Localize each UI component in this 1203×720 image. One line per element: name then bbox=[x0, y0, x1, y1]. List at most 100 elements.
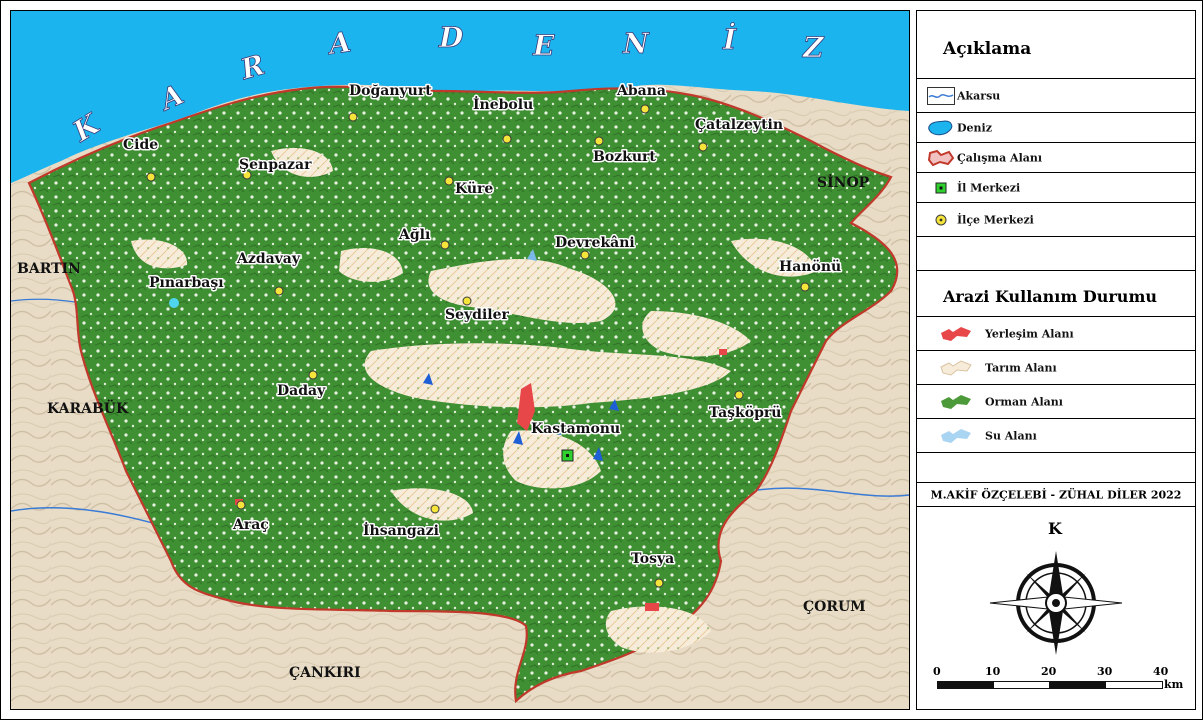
agricultural-area bbox=[339, 247, 403, 282]
landuse-item-forest: Orman Alanı bbox=[917, 385, 1195, 419]
legend-panel: Açıklama Akarsu Deniz Çalışma Alanı İl M… bbox=[916, 10, 1196, 710]
district-label-kastamonu: Kastamonu bbox=[531, 421, 620, 437]
province-label-sinop: SİNOP bbox=[817, 172, 870, 191]
landuse-label: Su Alanı bbox=[985, 429, 1037, 442]
scale-tick: 10 bbox=[985, 665, 1001, 678]
scale-segment bbox=[993, 681, 1051, 689]
scale-tick: 0 bbox=[933, 665, 941, 678]
credit-row: M.AKİF ÖZÇELEBİ - ZÜHAL DİLER 2022 bbox=[917, 483, 1195, 507]
district-center-icon bbox=[935, 214, 947, 225]
legend-label: İlçe Merkezi bbox=[957, 213, 1034, 226]
water-body bbox=[423, 373, 433, 385]
district-label-bozkurt: Bozkurt bbox=[593, 149, 656, 165]
district-markers bbox=[146, 104, 810, 588]
district-label-pinarbasi: Pınarbaşı bbox=[149, 275, 224, 291]
legend-item-study-area: Çalışma Alanı bbox=[917, 143, 1195, 173]
water-body bbox=[551, 423, 561, 435]
scale-bar bbox=[937, 681, 1163, 689]
landuse-label: Orman Alanı bbox=[985, 395, 1063, 408]
legend-label: Akarsu bbox=[957, 89, 1001, 102]
district-center-icon bbox=[462, 296, 472, 306]
scale-segment bbox=[1105, 681, 1163, 689]
district-label-daday: Daday bbox=[277, 383, 326, 399]
landuse-item-water: Su Alanı bbox=[917, 419, 1195, 453]
district-label-hanonu: Hanönü bbox=[779, 259, 841, 275]
agricultural-area bbox=[364, 343, 731, 408]
district-center-icon bbox=[242, 170, 252, 180]
settlement-swatch bbox=[941, 326, 971, 341]
black-sea bbox=[11, 11, 909, 183]
sea-letter: Z bbox=[802, 31, 825, 64]
district-label-cide: Cide bbox=[123, 137, 158, 153]
district-label-devrekani: Devrekâni bbox=[555, 235, 635, 251]
province-center-icon-dot bbox=[566, 454, 569, 457]
district-center-icon bbox=[502, 134, 512, 144]
province-center-icon bbox=[935, 182, 947, 193]
landuse-label: Tarım Alanı bbox=[985, 361, 1057, 374]
legend-spacer bbox=[917, 237, 1195, 271]
scale-segment bbox=[937, 681, 995, 689]
agricultural-area bbox=[131, 239, 188, 269]
district-label-senpazar: Şenpazar bbox=[239, 157, 312, 173]
water-body bbox=[609, 399, 619, 411]
legend-item-province-center: İl Merkezi bbox=[917, 173, 1195, 203]
landuse-item-settlement: Yerleşim Alanı bbox=[917, 317, 1195, 351]
agricultural-area bbox=[731, 238, 817, 277]
river-line-icon bbox=[927, 86, 955, 105]
district-center-icon bbox=[444, 176, 454, 186]
scale-tick: 20 bbox=[1041, 665, 1057, 678]
district-label-azdavay: Azdavay bbox=[236, 251, 301, 267]
legend-label: Çalışma Alanı bbox=[957, 151, 1043, 164]
district-center-icon bbox=[308, 370, 318, 380]
compass-rose-icon bbox=[989, 551, 1123, 655]
district-label-arac: Araç bbox=[232, 517, 269, 533]
study-area-icon bbox=[927, 149, 955, 166]
settlement-area bbox=[517, 383, 535, 431]
district-center-icon bbox=[274, 286, 284, 296]
district-center-icon bbox=[348, 112, 358, 122]
legend-item-sea: Deniz bbox=[917, 113, 1195, 143]
district-label-doganyurt: Doğanyurt bbox=[349, 83, 432, 99]
district-label-kure: Küre bbox=[455, 181, 493, 197]
water-swatch bbox=[941, 428, 971, 443]
district-center-icon bbox=[440, 240, 450, 250]
sea-letter: E bbox=[532, 29, 555, 62]
sea-letter: İ bbox=[722, 22, 737, 56]
district-center-icon bbox=[594, 136, 604, 146]
water-body bbox=[527, 249, 537, 261]
legend-header: Açıklama bbox=[917, 11, 1195, 79]
agricultural-area bbox=[428, 259, 616, 324]
district-label-taskopru: Taşköprü bbox=[709, 405, 781, 421]
agricultural-area bbox=[503, 430, 601, 489]
settlement-area bbox=[645, 603, 659, 611]
north-arrow: K 0 10 20 30 bbox=[917, 507, 1195, 709]
north-label: K bbox=[1048, 519, 1062, 538]
district-center-icon bbox=[580, 250, 590, 260]
legend-item-river: Akarsu bbox=[917, 79, 1195, 113]
water-body bbox=[169, 298, 179, 308]
landuse-spacer bbox=[917, 453, 1195, 483]
province-label-karabuk: KARABÜK bbox=[47, 398, 129, 417]
legend-item-district-center: İlçe Merkezi bbox=[917, 203, 1195, 237]
forest-swatch bbox=[941, 394, 971, 409]
district-label-catalzeytin: Çatalzeytin bbox=[695, 117, 783, 133]
scale-segment bbox=[1049, 681, 1107, 689]
legend-label: Deniz bbox=[957, 121, 992, 134]
landuse-title: Arazi Kullanım Durumu bbox=[943, 287, 1157, 306]
agricultural-area bbox=[271, 147, 333, 177]
district-center-icon bbox=[640, 104, 650, 114]
district-center-icon bbox=[698, 142, 708, 152]
map-credit: M.AKİF ÖZÇELEBİ - ZÜHAL DİLER 2022 bbox=[930, 488, 1182, 501]
district-label-tosya: Tosya bbox=[631, 551, 674, 567]
water-body bbox=[513, 431, 523, 445]
scale-tick: 30 bbox=[1097, 665, 1113, 678]
district-label-agli: Ağlı bbox=[398, 227, 430, 243]
district-label-abana: Abana bbox=[616, 83, 666, 99]
agriculture-swatch bbox=[940, 359, 972, 376]
landuse-header: Arazi Kullanım Durumu bbox=[917, 271, 1195, 317]
district-label-ihsangazi: İhsangazi bbox=[363, 520, 439, 539]
province-label-cankiri: ÇANKIRI bbox=[289, 665, 361, 681]
district-center-icon bbox=[734, 390, 744, 400]
sea-letter: D bbox=[438, 21, 464, 54]
agricultural-area bbox=[391, 488, 473, 521]
